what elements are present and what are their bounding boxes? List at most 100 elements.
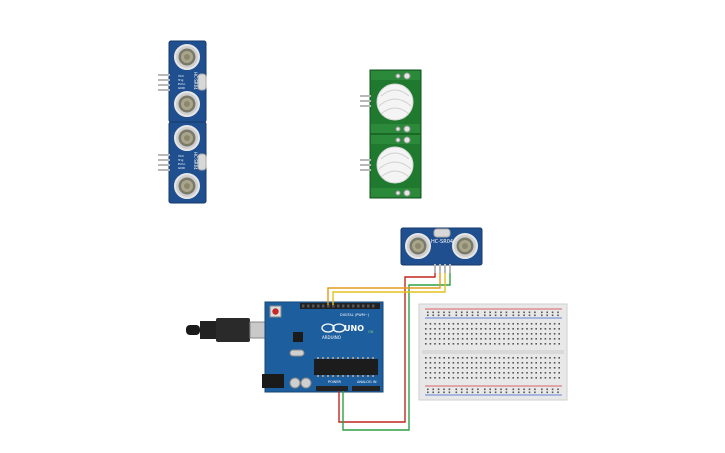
breadboard-hole[interactable] [544,338,547,340]
breadboard-hole[interactable] [530,333,533,335]
breadboard-hole[interactable] [457,323,459,325]
breadboard-hole[interactable] [540,333,542,335]
breadboard-hole[interactable] [523,314,525,317]
breadboard-hole[interactable] [530,362,533,364]
breadboard-hole[interactable] [551,314,554,317]
breadboard-hole[interactable] [517,362,519,364]
breadboard-hole[interactable] [457,328,459,330]
breadboard-hole[interactable] [512,311,515,314]
breadboard-hole[interactable] [460,314,463,317]
breadboard-hole[interactable] [429,357,432,359]
breadboard-hole[interactable] [521,343,524,345]
breadboard-hole[interactable] [534,314,536,317]
breadboard-hole[interactable] [541,314,543,317]
breadboard-hole[interactable] [461,377,464,379]
breadboard-hole[interactable] [489,333,491,335]
breadboard-hole[interactable] [466,328,468,330]
breadboard-hole[interactable] [557,311,559,314]
breadboard-hole[interactable] [517,357,519,359]
breadboard-hole[interactable] [541,311,543,314]
breadboard-hole[interactable] [505,391,508,394]
breadboard-hole[interactable] [471,362,473,364]
breadboard-hole[interactable] [480,367,482,369]
breadboard-hole[interactable] [535,323,537,325]
breadboard-hole[interactable] [457,333,459,335]
breadboard-hole[interactable] [558,343,560,345]
breadboard-hole[interactable] [558,333,560,335]
breadboard-hole[interactable] [489,338,491,340]
breadboard-hole[interactable] [448,328,450,330]
breadboard-hole[interactable] [438,328,441,330]
breadboard-hole[interactable] [448,314,451,317]
breadboard-hole[interactable] [448,388,451,391]
breadboard-hole[interactable] [503,362,505,364]
breadboard-hole[interactable] [549,338,551,340]
breadboard-hole[interactable] [452,343,455,345]
breadboard-hole[interactable] [557,391,559,394]
breadboard-hole[interactable] [477,314,479,317]
breadboard-hole[interactable] [535,357,537,359]
breadboard-hole[interactable] [437,391,440,394]
breadboard-hole[interactable] [553,362,556,364]
breadboard-hole[interactable] [551,391,554,394]
breadboard-hole[interactable] [521,367,524,369]
breadboard-hole[interactable] [434,377,436,379]
breadboard-hole[interactable] [498,343,501,345]
breadboard-hole[interactable] [480,357,482,359]
breadboard-hole[interactable] [526,372,528,374]
breadboard-hole[interactable] [549,343,551,345]
breadboard-hole[interactable] [448,333,450,335]
breadboard-hole[interactable] [443,391,445,394]
breadboard-hole[interactable] [455,391,458,394]
breadboard-hole[interactable] [437,388,440,391]
breadboard-hole[interactable] [480,343,482,345]
breadboard-hole[interactable] [448,367,450,369]
breadboard-hole[interactable] [549,323,551,325]
breadboard-hole[interactable] [526,357,528,359]
breadboard-hole[interactable] [512,377,514,379]
breadboard-hole[interactable] [512,367,514,369]
breadboard-hole[interactable] [432,388,434,391]
breadboard-hole[interactable] [452,338,455,340]
wire-green[interactable] [342,273,451,431]
breadboard-hole[interactable] [434,328,436,330]
breadboard-hole[interactable] [425,362,427,364]
breadboard-hole[interactable] [452,357,455,359]
breadboard-hole[interactable] [558,372,560,374]
breadboard-hole[interactable] [448,338,450,340]
sensor-2-pins[interactable] [158,154,170,171]
breadboard-hole[interactable] [429,328,432,330]
breadboard-hole[interactable] [443,372,445,374]
breadboard-hole[interactable] [503,333,505,335]
breadboard-hole[interactable] [494,377,496,379]
breadboard-hole[interactable] [503,357,505,359]
breadboard-hole[interactable] [540,357,542,359]
breadboard-hole[interactable] [517,311,520,314]
breadboard-hole[interactable] [434,338,436,340]
breadboard-hole[interactable] [494,343,496,345]
breadboard-hole[interactable] [429,338,432,340]
breadboard-hole[interactable] [494,328,496,330]
breadboard-hole[interactable] [494,311,497,314]
breadboard-hole[interactable] [443,311,445,314]
breadboard-hole[interactable] [443,367,445,369]
breadboard-hole[interactable] [512,362,514,364]
breadboard-hole[interactable] [461,357,464,359]
breadboard-hole[interactable] [544,362,547,364]
breadboard-hole[interactable] [466,362,468,364]
breadboard-hole[interactable] [484,362,487,364]
breadboard-hole[interactable] [425,367,427,369]
breadboard-hole[interactable] [460,391,463,394]
breadboard-hole[interactable] [466,333,468,335]
breadboard-hole[interactable] [517,343,519,345]
breadboard-hole[interactable] [551,388,554,391]
breadboard-hole[interactable] [443,338,445,340]
breadboard-hole[interactable] [438,323,441,325]
breadboard-hole[interactable] [429,362,432,364]
breadboard-hole[interactable] [477,311,479,314]
breadboard-hole[interactable] [553,357,556,359]
breadboard-hole[interactable] [448,311,451,314]
breadboard-hole[interactable] [494,372,496,374]
breadboard-hole[interactable] [505,388,508,391]
breadboard-hole[interactable] [425,357,427,359]
